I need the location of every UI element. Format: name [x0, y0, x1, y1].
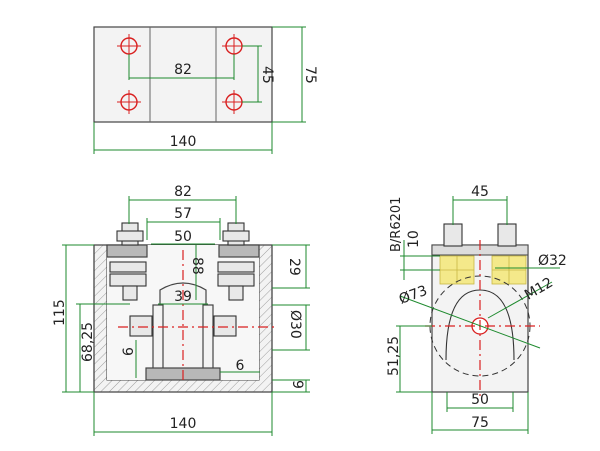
front-dim-6-left: 6	[121, 340, 137, 378]
side-dim-50: 50	[446, 392, 514, 412]
side-bolt-right	[497, 223, 517, 247]
front-dim-88-label: 88	[189, 257, 205, 275]
top-view: 82 45 75 140	[93, 26, 318, 154]
front-dim-82: 82	[128, 184, 237, 224]
side-dim-51-25: 51,25	[386, 325, 432, 393]
front-dim-6-right-label: 6	[236, 358, 245, 374]
side-dim-75-label: 75	[471, 415, 489, 431]
side-dim-d32: Ø32	[495, 253, 567, 269]
front-dim-39: 39	[158, 289, 208, 305]
side-dim-d73-label: Ø73	[397, 283, 430, 308]
side-bolt-left	[443, 223, 463, 247]
front-dim-50: 50	[151, 229, 215, 245]
top-dim-45: 45	[242, 45, 275, 103]
front-dim-9-label: 9	[289, 380, 305, 389]
front-flange-left	[106, 244, 148, 258]
side-view: 45 B/R6201 10 Ø32 M12 Ø73	[386, 184, 567, 434]
side-dim-45-label: 45	[471, 184, 489, 200]
front-dim-115-label: 115	[52, 299, 68, 326]
front-dim-6-left-label: 6	[121, 347, 137, 356]
side-dim-10-label: 10	[406, 230, 422, 248]
front-dim-140: 140	[93, 392, 273, 436]
side-bearing-label: B/R6201	[389, 197, 404, 252]
front-dim-140-label: 140	[170, 416, 197, 432]
top-hole-bl	[117, 90, 141, 114]
front-dim-29: 29	[272, 244, 310, 289]
front-view: 82 57 50 88 39 29	[52, 184, 310, 436]
front-dim-68-25: 68,25	[76, 303, 130, 392]
top-dim-82-label: 82	[174, 62, 192, 78]
top-dim-75-label: 75	[302, 66, 318, 84]
front-dim-82-label: 82	[174, 184, 192, 200]
side-dim-75: 75	[431, 392, 529, 434]
front-dim-6-right: 6	[220, 358, 260, 374]
front-dim-50-label: 50	[174, 229, 192, 245]
front-bolt-left	[109, 222, 147, 301]
side-dim-50-label: 50	[471, 392, 489, 408]
front-dim-68-25-label: 68,25	[80, 322, 96, 362]
front-dim-d30-label: Ø30	[287, 310, 303, 339]
top-dim-140-label: 140	[170, 134, 197, 150]
front-dim-57: 57	[146, 206, 221, 240]
top-dim-75: 75	[272, 26, 318, 123]
front-dim-115: 115	[52, 244, 94, 393]
front-dim-39-label: 39	[174, 289, 192, 305]
top-plate	[93, 26, 273, 123]
front-dim-57-label: 57	[174, 206, 192, 222]
front-dim-9: 9	[272, 379, 310, 393]
top-dim-140: 140	[93, 122, 273, 154]
top-dim-82: 82	[128, 54, 235, 80]
top-dim-45-label: 45	[259, 66, 275, 84]
front-bolt-right	[217, 222, 255, 301]
side-dim-d32-label: Ø32	[538, 253, 567, 269]
side-dim-45: 45	[452, 184, 508, 225]
front-flange-right	[218, 244, 260, 258]
front-dim-88: 88	[189, 245, 205, 300]
front-dim-29-label: 29	[286, 258, 302, 276]
side-dim-51-25-label: 51,25	[386, 336, 402, 376]
front-dim-d30: Ø30	[272, 304, 310, 351]
side-bearing-right	[491, 255, 527, 285]
side-dim-10: 10	[400, 230, 440, 280]
side-bearing-left	[439, 255, 475, 285]
